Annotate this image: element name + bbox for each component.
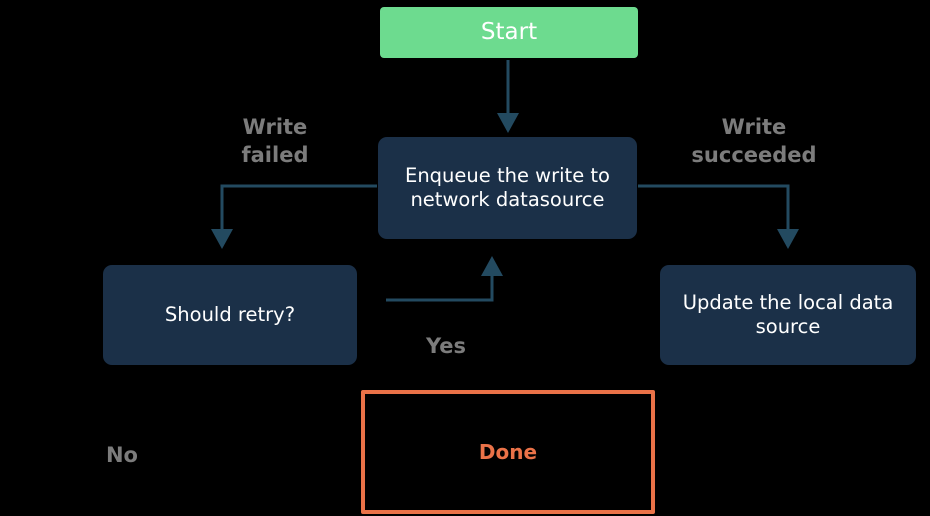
edge-label-write-failed: Write failed: [241, 115, 309, 167]
node-start[interactable]: Start: [380, 7, 638, 58]
connector-enqueue-to-should-retry: [211, 184, 377, 249]
node-done[interactable]: Done: [361, 390, 655, 514]
connector-enqueue-to-update-local: [638, 184, 799, 249]
node-start-label: Start: [480, 19, 538, 46]
node-update-local-data-source-label: Update the local data source: [682, 291, 894, 338]
node-should-retry-label: Should retry?: [164, 303, 296, 327]
node-enqueue-write-label: Enqueue the write to network datasource: [405, 164, 610, 211]
node-should-retry[interactable]: Should retry?: [103, 265, 357, 365]
edge-label-yes: Yes: [425, 334, 467, 358]
node-update-local-data-source[interactable]: Update the local data source: [660, 265, 916, 365]
connector-start-to-enqueue: [497, 60, 519, 133]
node-enqueue-write[interactable]: Enqueue the write to network datasource: [378, 137, 637, 239]
connector-should-retry-yes-to-enqueue: [386, 256, 503, 302]
edge-label-no: No: [105, 443, 138, 467]
node-done-label: Done: [478, 439, 538, 464]
edge-label-write-succeeded: Write succeeded: [691, 115, 817, 167]
